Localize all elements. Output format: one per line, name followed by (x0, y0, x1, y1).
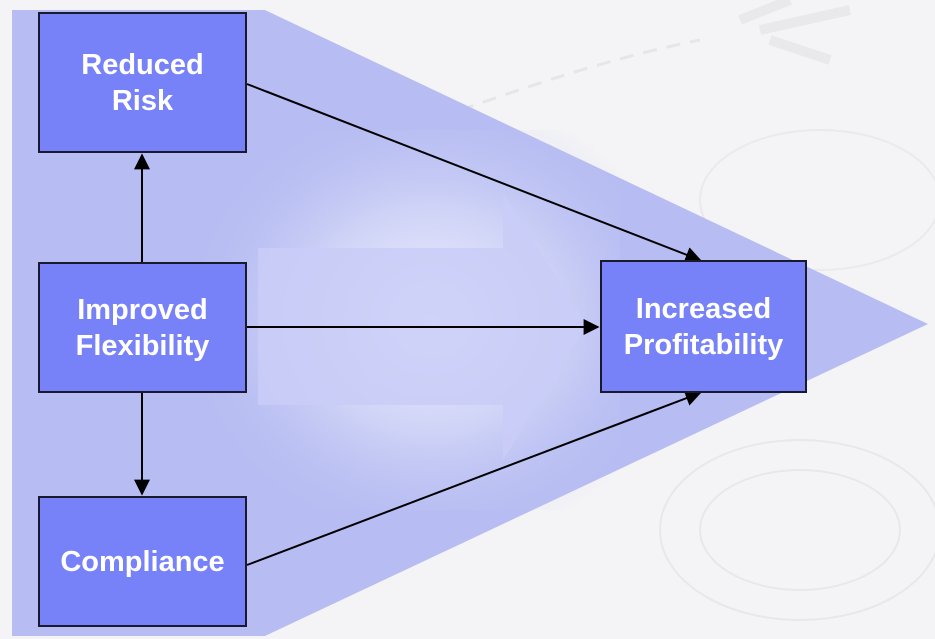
reduced-risk-label: Reduced Risk (81, 48, 204, 117)
edge-risk-to-profit (246, 83, 702, 263)
increased-profitability-box: Increased Profitability (600, 260, 807, 393)
edge-compliance-to-profit (246, 390, 702, 566)
increased-profitability-label: Increased Profitability (623, 292, 784, 361)
compliance-box: Compliance (38, 496, 247, 627)
background-decoration (459, 0, 935, 621)
improved-flexibility-box: Improved Flexibility (38, 262, 247, 393)
reduced-risk-box: Reduced Risk (38, 12, 247, 153)
compliance-label: Compliance (60, 545, 225, 578)
improved-flexibility-label: Improved Flexibility (75, 293, 210, 362)
